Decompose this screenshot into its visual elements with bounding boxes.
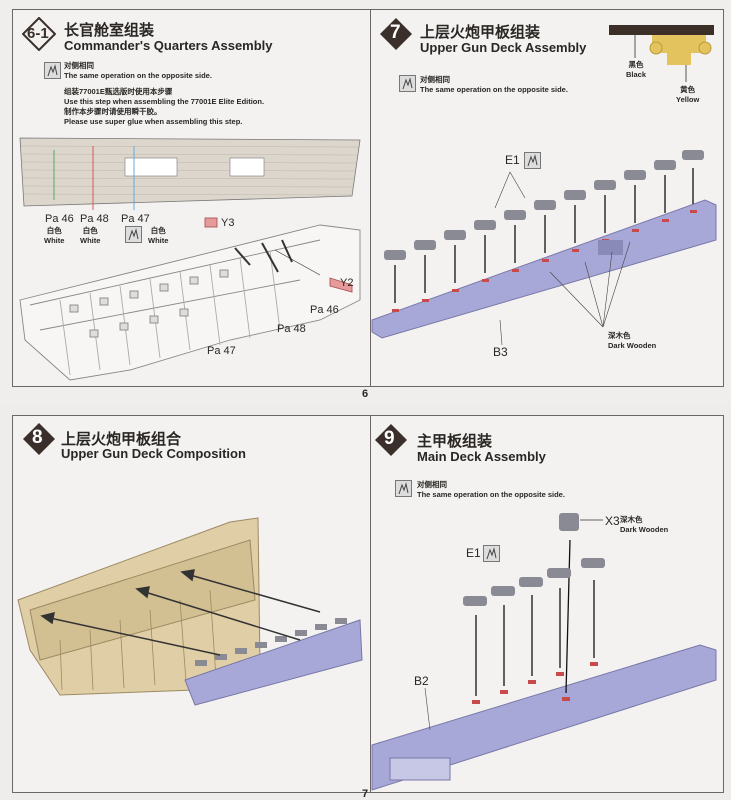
note-en: The same operation on the opposite side.: [64, 71, 212, 80]
part-label: Pa 47: [121, 213, 150, 225]
page-6-divider: [370, 9, 371, 386]
part-label: Pa 46: [45, 213, 74, 225]
elite-edition-note: 组装77001E甄选版时使用本步骤 Use this step when ass…: [64, 87, 264, 127]
step-number: 6-1: [27, 25, 49, 42]
step-title-en: Main Deck Assembly: [417, 449, 546, 464]
step-title-cn: 上层火炮甲板组装: [420, 23, 541, 41]
step-title-cn: 上层火炮甲板组合: [61, 430, 182, 448]
callout-pa46: Pa 46: [310, 304, 339, 316]
part-label-e1: E1: [466, 546, 481, 560]
callout-y2: Y2: [340, 277, 354, 289]
page-number: 6: [362, 388, 369, 400]
step-badge-diamond-icon: [22, 17, 56, 51]
step-number: 8: [32, 427, 43, 448]
opposite-side-icon: [524, 152, 541, 169]
note-cn: 对侧相同: [64, 61, 94, 70]
note-cn: 组装77001E甄选版时使用本步骤: [64, 87, 173, 96]
page-number: 7: [362, 788, 369, 800]
step-number: 9: [384, 428, 395, 449]
note-cn: 制作本步骤时请使用瞬干胶。: [64, 107, 162, 116]
note-en: Please use super glue when assembling th…: [64, 117, 243, 126]
step-title-cn: 长官舱室组装: [64, 21, 155, 39]
gun-deck-composition-drawing: [17, 517, 363, 706]
part-label-b3: B3: [493, 345, 508, 359]
step-badge-diamond-icon: [23, 423, 55, 455]
note-en: Use this step when assembling the 77001E…: [64, 97, 265, 106]
step-title-en: Commander's Quarters Assembly: [64, 38, 273, 53]
callout-y3: Y3: [221, 217, 235, 229]
opposite-side-icon: [399, 75, 416, 92]
step-title-en: Upper Gun Deck Composition: [61, 446, 246, 461]
opposite-side-icon: [125, 226, 142, 243]
hull-drawing: [19, 217, 361, 381]
opposite-side-icon: [395, 480, 412, 497]
main-deck-drawing: [371, 513, 717, 791]
upper-gun-deck-drawing: [371, 150, 717, 346]
cannon-color-sample: [609, 25, 714, 82]
opposite-side-icon: [483, 545, 500, 562]
part-label-b2: B2: [414, 674, 429, 688]
step-badge-diamond-icon: [375, 424, 407, 456]
step-badge-diamond-icon: [380, 18, 412, 50]
opposite-side-icon: [44, 62, 61, 79]
callout-pa47: Pa 47: [207, 345, 236, 357]
callout-pa48: Pa 48: [277, 323, 306, 335]
part-label-e1: E1: [505, 153, 520, 167]
page-7-divider: [370, 415, 371, 792]
deck-planks-drawing: [19, 137, 361, 210]
part-label-x3: X3: [605, 514, 620, 528]
step-title-en: Upper Gun Deck Assembly: [420, 40, 587, 55]
part-label: Pa 48: [80, 213, 109, 225]
step-number: 7: [390, 22, 401, 43]
step-title-cn: 主甲板组装: [417, 432, 493, 450]
